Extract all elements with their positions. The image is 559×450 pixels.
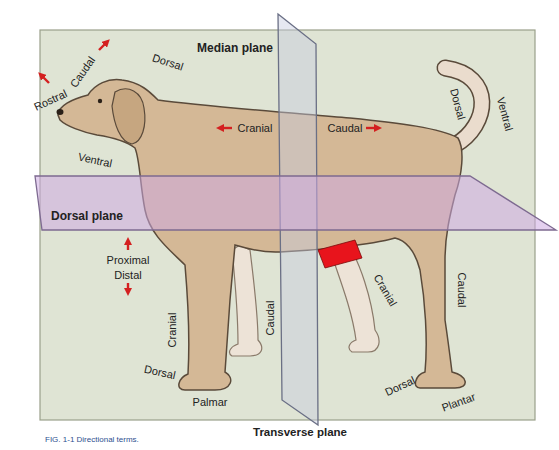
plane-outline xyxy=(35,176,556,230)
direction-label: Caudal xyxy=(264,301,276,336)
dog-eye xyxy=(98,99,102,103)
dog-body xyxy=(58,80,465,390)
dog-nose xyxy=(57,109,64,115)
dorsal-plane: Dorsal plane xyxy=(35,176,556,230)
plane-label: Dorsal plane xyxy=(51,209,123,223)
figure-caption: FIG. 1-1 Directional terms. xyxy=(45,435,139,445)
direction-label: Cranial xyxy=(238,122,273,134)
tail xyxy=(445,68,482,145)
dog-ear xyxy=(112,89,145,144)
direction-label: Palmar xyxy=(193,396,228,408)
far-foreleg xyxy=(230,245,262,356)
direction-label: Proximal xyxy=(107,254,150,266)
direction-label: Caudal xyxy=(328,122,363,134)
plane-title: Median plane xyxy=(197,41,273,55)
plane-title: Transverse plane xyxy=(253,426,347,440)
direction-label: Cranial xyxy=(166,313,178,348)
direction-arrows xyxy=(41,42,378,292)
direction-label: Caudal xyxy=(456,273,468,308)
direction-label: Distal xyxy=(114,269,142,281)
red-marker xyxy=(318,240,362,268)
